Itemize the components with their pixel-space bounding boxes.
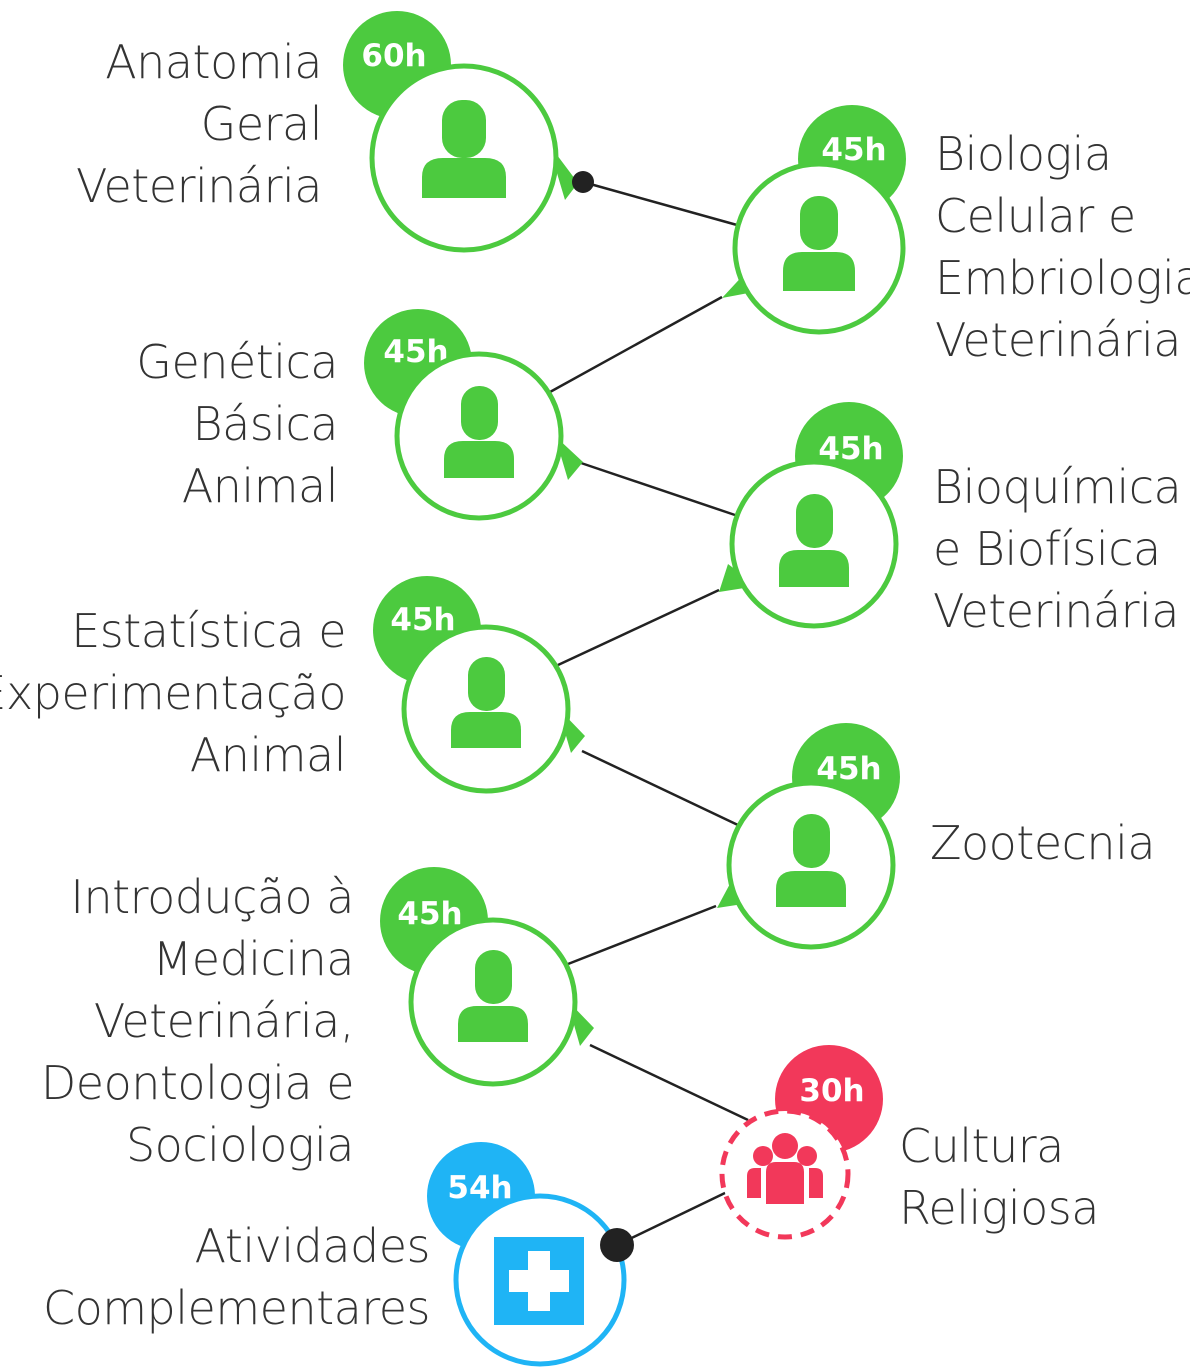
course-label-atividades: Atividades Complementares [42, 1219, 431, 1335]
course-label-genetica: Genética Básica Animal [136, 335, 338, 513]
connector-line [580, 461, 736, 517]
connector-line [589, 1043, 749, 1122]
course-node[interactable]: 45h [719, 402, 903, 629]
hours-badge-text: 45h [397, 896, 462, 932]
course-node[interactable]: 60h [343, 11, 594, 253]
connector-dot [572, 171, 594, 193]
hours-badge-text: 45h [390, 602, 455, 638]
hours-badge-text: 30h [799, 1073, 864, 1109]
course-label-zootecnia: Zootecnia [930, 816, 1156, 870]
connectors [549, 180, 749, 1247]
course-node[interactable]: 30h [719, 1045, 883, 1240]
connector-line [581, 749, 741, 828]
person-icon [458, 950, 528, 1042]
hours-badge-text: 45h [821, 132, 886, 168]
course-label-estatistica: Estatística e Experimentação Animal [0, 604, 346, 782]
course-node[interactable]: 54h [427, 1142, 634, 1367]
hours-badge-text: 60h [361, 38, 426, 74]
person-icon [422, 100, 506, 198]
person-icon [451, 657, 521, 748]
course-node[interactable]: 45h [717, 723, 900, 950]
course-label-cultura: Cultura Religiosa [899, 1119, 1099, 1235]
course-label-bioquimica: Bioquímica e Biofísica Veterinária [933, 460, 1182, 638]
hours-badge-text: 54h [447, 1170, 512, 1206]
course-node[interactable]: 45h [373, 576, 585, 794]
hours-badge-text: 45h [816, 751, 881, 787]
course-label-introducao: Introdução à Medicina Veterinária, Deont… [40, 870, 355, 1172]
person-icon [444, 386, 514, 478]
connector-line [557, 588, 720, 667]
course-node[interactable]: 45h [722, 105, 906, 335]
person-icon [776, 814, 846, 907]
plus-box-icon [494, 1237, 584, 1325]
connector-line [616, 1190, 728, 1247]
course-label-anatomia: Anatomia Geral Veterinária [76, 35, 322, 213]
group-icon [747, 1133, 823, 1204]
person-icon [783, 196, 855, 291]
course-node[interactable]: 45h [380, 867, 594, 1087]
connector-dot [600, 1228, 634, 1262]
connector-line [567, 904, 717, 966]
connector-line [549, 295, 723, 394]
course-label-biologia: Biologia Celular e Embriologia Veterinár… [935, 127, 1190, 367]
person-icon [779, 494, 849, 587]
course-node[interactable]: 45h [364, 309, 583, 521]
connector-line [582, 180, 738, 227]
